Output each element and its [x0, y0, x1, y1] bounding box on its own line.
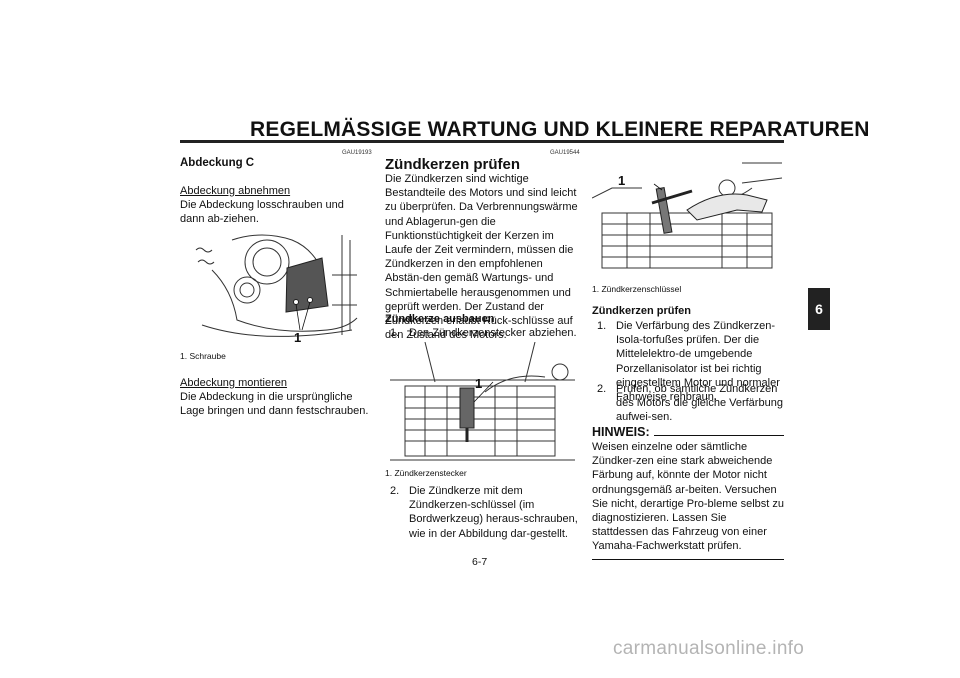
figure-spark-plug-wrench: 1 — [592, 158, 784, 278]
section-heading-spark-plugs: Zündkerzen prüfen — [385, 156, 521, 173]
figure-callout-number: 1 — [294, 330, 302, 345]
step-compare-plugs: 2. Prüfen, ob sämtliche Zündkerzen des M… — [597, 382, 785, 425]
section-heading-cover-c: Abdeckung C — [180, 157, 255, 169]
spark-plug-cap — [459, 387, 475, 429]
note-bottom-rule — [592, 558, 784, 560]
text-remove-cover: Die Abdeckung losschrauben und dann ab-z… — [180, 199, 344, 226]
figure-caption-screw: 1. Schraube — [180, 351, 226, 361]
figure-callout-number: 1 — [618, 173, 626, 188]
step-remove-cap: 1. Den Zündkerzenstecker abziehen. — [390, 326, 580, 340]
ref-code-middle: GAU19544 — [550, 150, 580, 156]
step-number: 1. — [390, 327, 400, 339]
note-box: HINWEIS: Weisen einzelne oder sämtliche … — [592, 425, 784, 560]
page-number: 6-7 — [472, 556, 488, 568]
watermark: carmanualsonline.info — [613, 638, 805, 659]
step-text: Den Zündkerzenstecker abziehen. — [409, 327, 577, 339]
page-title: REGELMÄSSIGE WARTUNG UND KLEINERE REPARA… — [250, 118, 870, 141]
step-check-color: 1. Die Verfärbung des Zündkerzen-Isola-t… — [597, 319, 785, 404]
figure-callout-number: 1 — [475, 376, 483, 391]
figure-caption-spark-plug-wrench: 1. Zündkerzenschlüssel — [592, 284, 682, 294]
text-install-cover: Die Abdeckung in die ursprüngliche Lage … — [180, 391, 369, 418]
step-text: Prüfen, ob sämtliche Zündkerzen des Moto… — [616, 383, 783, 424]
step-number: 2. — [390, 485, 400, 497]
note-text: Weisen einzelne oder sämtliche Zündker-z… — [592, 441, 784, 553]
figure-cover-c: 1 — [192, 230, 362, 345]
subheading-remove-spark-plug: Zündkerze ausbauen — [385, 313, 495, 325]
hand-icon — [686, 193, 768, 221]
figure-spark-plug-cap: 1 — [385, 342, 580, 464]
chapter-tab[interactable]: 6 — [808, 288, 830, 330]
note-label-rule — [653, 435, 784, 436]
step-number: 1. — [597, 320, 607, 332]
step-text: Die Zündkerze mit dem Zündkerzen-schlüss… — [409, 485, 578, 540]
title-rule — [180, 140, 784, 143]
spark-plug-wrench — [655, 187, 673, 234]
step-text: Die Verfärbung des Zündkerzen-Isola-torf… — [616, 320, 780, 404]
figure-caption-spark-plug-cap: 1. Zündkerzenstecker — [385, 468, 467, 478]
spark-plug-wrench-illustration — [592, 162, 783, 269]
screw-2-icon — [307, 297, 313, 303]
subheading-check-spark-plugs: Zündkerzen prüfen — [592, 305, 692, 317]
spark-plug-cap-illustration — [390, 342, 575, 461]
subheading-remove-cover: Abdeckung abnehmen — [180, 185, 291, 197]
screw-1-icon — [293, 299, 299, 305]
engine-cover-illustration — [195, 234, 358, 337]
note-label: HINWEIS: — [592, 425, 650, 439]
cover-c-panel — [285, 257, 329, 313]
ref-code-left: GAU19193 — [342, 150, 372, 156]
text-spark-plug-intro: Die Zündkerzen sind wichtige Bestandteil… — [385, 173, 578, 342]
subheading-install-cover: Abdeckung montieren — [180, 377, 288, 389]
step-unscrew-plug: 2. Die Zündkerze mit dem Zündkerzen-schl… — [390, 484, 580, 541]
step-number: 2. — [597, 383, 607, 395]
